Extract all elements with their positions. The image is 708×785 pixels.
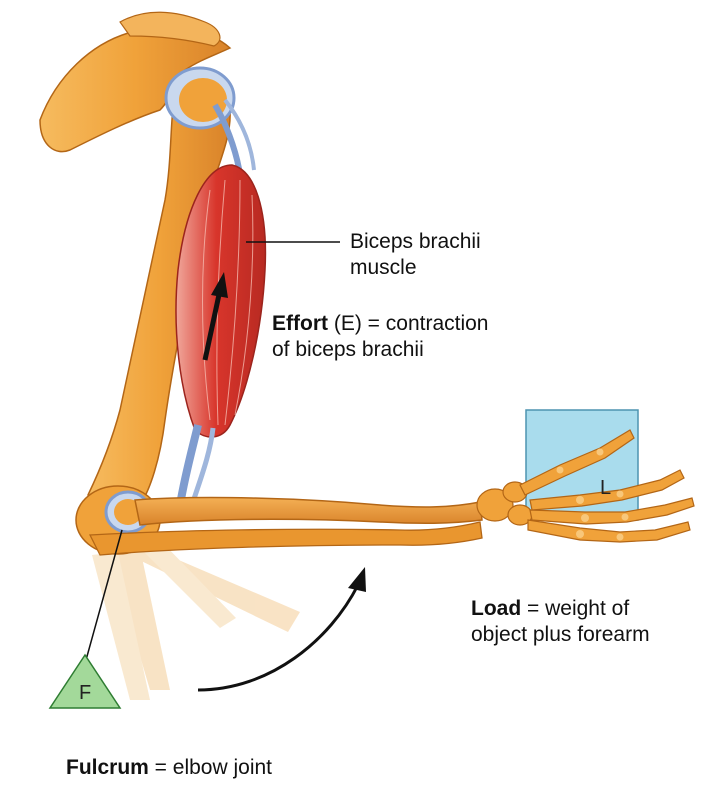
faded-forearm xyxy=(92,540,300,700)
fulcrum-letter: F xyxy=(79,682,91,705)
fulcrum-term: Fulcrum xyxy=(66,756,149,779)
load-definition: = weight of xyxy=(521,597,629,620)
radius-bone xyxy=(135,498,482,525)
biceps-label: Biceps brachii muscle xyxy=(350,229,481,281)
effort-term: Effort xyxy=(272,312,328,335)
effort-label-line1: Effort (E) = contraction xyxy=(272,311,488,337)
biceps-label-line1: Biceps brachii xyxy=(350,229,481,255)
biceps-label-line2: muscle xyxy=(350,255,481,281)
effort-definition: (E) = contraction xyxy=(328,312,488,335)
load-label-line1: Load = weight of xyxy=(471,596,650,622)
load-label-line2: object plus forearm xyxy=(471,622,650,648)
load-term: Load xyxy=(471,597,521,620)
fulcrum-label: Fulcrum = elbow joint xyxy=(66,755,272,781)
fulcrum-definition: = elbow joint xyxy=(149,756,272,779)
load-label: Load = weight of object plus forearm xyxy=(471,596,650,648)
effort-label: Effort (E) = contraction of biceps brach… xyxy=(272,311,488,363)
load-letter: L xyxy=(600,477,611,500)
effort-label-line2: of biceps brachii xyxy=(272,337,488,363)
